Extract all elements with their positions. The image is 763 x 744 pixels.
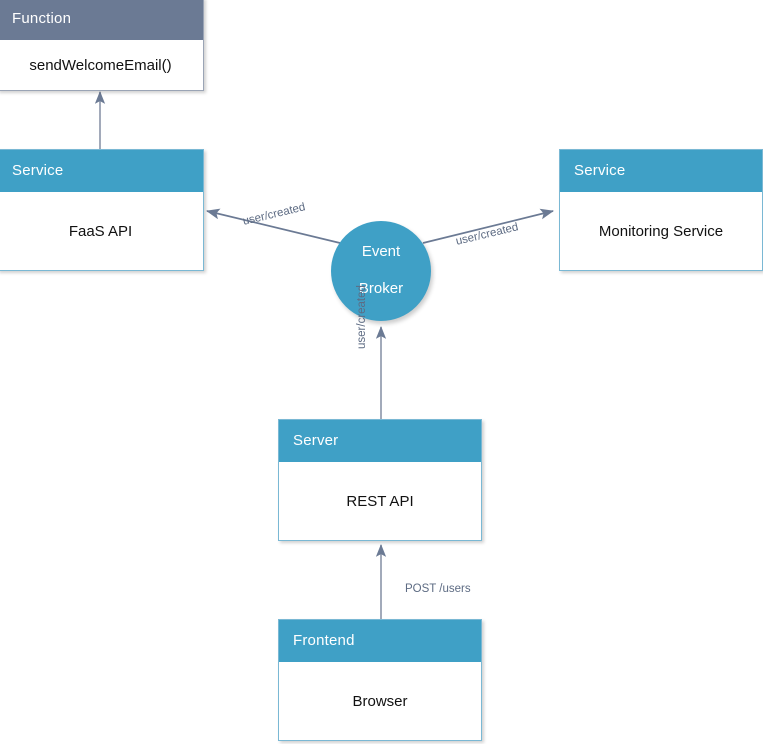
rest-api-node[interactable]: Server REST API xyxy=(278,419,482,541)
rest-api-node-name: REST API xyxy=(346,492,414,510)
monitoring-service-node-name: Monitoring Service xyxy=(598,222,724,240)
event-broker-node[interactable]: Event Broker xyxy=(331,221,431,321)
browser-node[interactable]: Frontend Browser xyxy=(278,619,482,741)
function-node-stereotype: Function xyxy=(0,0,203,40)
event-broker-label-line2: Broker xyxy=(358,280,404,298)
event-broker-label: Event Broker xyxy=(359,224,403,318)
browser-node-name: Browser xyxy=(352,692,408,710)
edge-label-frontend-to-server: POST /users xyxy=(405,583,471,595)
edge-label-server-to-broker: user/created xyxy=(356,285,368,349)
edge-broker-to-monitoring xyxy=(422,208,554,244)
function-node-name: sendWelcomeEmail() xyxy=(29,56,172,74)
browser-node-stereotype: Frontend xyxy=(279,620,481,662)
edge-broker-to-faas xyxy=(206,208,341,244)
faas-api-node-name: FaaS API xyxy=(68,222,133,240)
faas-api-node-stereotype: Service xyxy=(0,150,203,192)
monitoring-service-node[interactable]: Service Monitoring Service xyxy=(559,149,763,271)
function-node[interactable]: Function sendWelcomeEmail() xyxy=(0,0,204,91)
faas-api-node[interactable]: Service FaaS API xyxy=(0,149,204,271)
event-broker-label-line1: Event xyxy=(361,242,401,260)
monitoring-service-node-stereotype: Service xyxy=(560,150,762,192)
rest-api-node-stereotype: Server xyxy=(279,420,481,462)
